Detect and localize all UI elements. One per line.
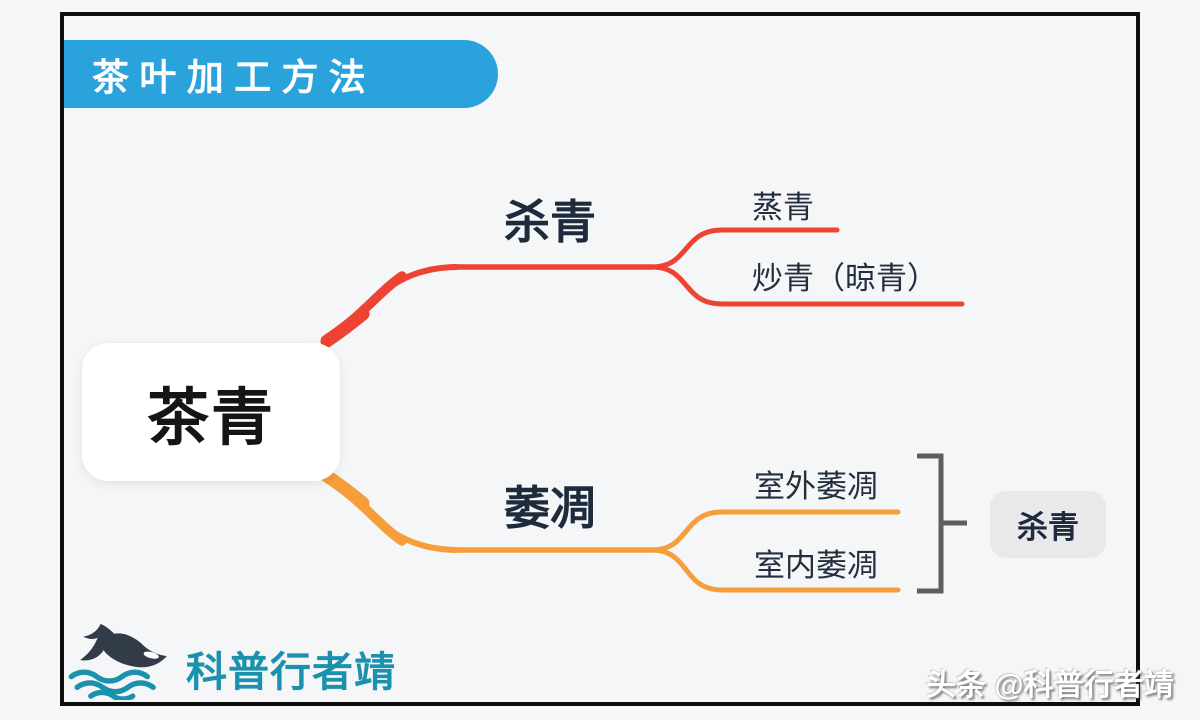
- whale-over-waves-icon: [68, 623, 167, 700]
- leaf-label-chaoqing: 炒青（晾青）: [752, 261, 938, 296]
- root-node-label: 茶青: [146, 384, 275, 453]
- branch-label-weidiao: 萎凋: [504, 482, 596, 534]
- leaf-label-indoor-withering: 室内萎凋: [754, 548, 878, 583]
- group-bracket: [917, 453, 967, 594]
- group-result-node: 杀青: [990, 491, 1106, 558]
- branch-red-lines: [320, 227, 965, 348]
- page-title: 茶叶加工方法: [92, 57, 377, 98]
- brand-logo: 科普行者靖: [62, 622, 396, 700]
- leaf-label-zhengqing: 蒸青: [752, 190, 814, 225]
- watermark-text: 头条 @科普行者靖: [926, 669, 1174, 702]
- branch-orange-lines: [320, 469, 901, 593]
- leaf-label-outdoor-withering: 室外萎凋: [754, 469, 878, 504]
- brand-name: 科普行者靖: [186, 649, 396, 695]
- branch-label-shaqing: 杀青: [504, 196, 596, 248]
- content-frame-border: [60, 12, 1140, 706]
- title-badge: 茶叶加工方法: [64, 40, 498, 108]
- root-node: 茶青: [82, 343, 340, 481]
- group-result-label: 杀青: [1017, 510, 1079, 545]
